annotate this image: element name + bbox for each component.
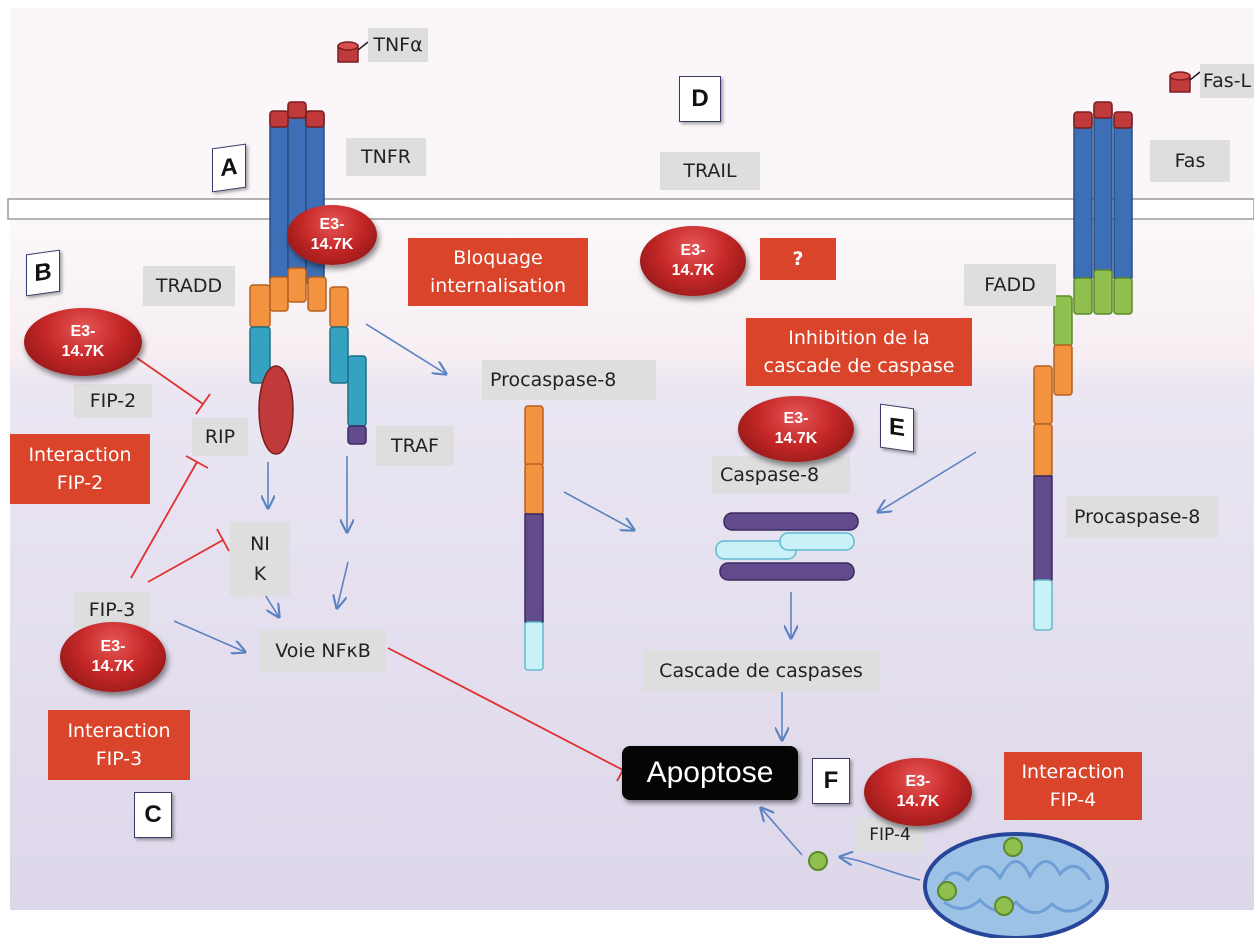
- interaction-fip4-line1: Interaction: [1021, 761, 1125, 783]
- letter-f-box: F: [812, 758, 850, 804]
- e3-line1: E3-: [100, 638, 126, 655]
- e3-line2: 14.7K: [91, 658, 135, 675]
- cell-membrane: [7, 198, 1254, 220]
- inhibition-cascade-box: Inhibition de la cascade de caspase: [746, 318, 972, 386]
- e3-line2: 14.7K: [310, 236, 354, 253]
- procaspase8-right-chain: [1033, 344, 1073, 631]
- tradd-label: TRADD: [143, 266, 235, 306]
- bloquage-internalisation-box: Bloquage internalisation: [408, 238, 588, 306]
- procaspase8-right-label: Procaspase-8: [1066, 496, 1218, 538]
- fip4-granules: [808, 837, 1023, 916]
- inhibition-lines: [130, 357, 630, 782]
- letter-d-box: D: [679, 76, 721, 122]
- fas-label: Fas: [1150, 140, 1230, 182]
- e3-line2: 14.7K: [61, 343, 105, 360]
- tradd-domains: [249, 267, 349, 328]
- letter-c-box: C: [134, 792, 172, 838]
- interaction-fip3-line2: FIP-3: [95, 748, 143, 770]
- trail-label: TRAIL: [660, 152, 760, 190]
- mitochondrion: [923, 832, 1109, 938]
- procaspase8-center-chain: [524, 405, 544, 671]
- e3-14-7k-protein-caspase: E3- 14.7K: [738, 396, 854, 462]
- interaction-fip2-line2: FIP-2: [56, 472, 104, 494]
- nik-label-line2: K: [253, 563, 267, 585]
- e3-line2: 14.7K: [774, 430, 818, 447]
- rip-label: RIP: [192, 418, 248, 456]
- fadd-label: FADD: [964, 264, 1056, 306]
- letter-a-box: A: [212, 143, 246, 193]
- e3-line1: E3-: [783, 410, 809, 427]
- question-text: ?: [792, 248, 804, 270]
- caspase8-label: Caspase-8: [712, 456, 850, 494]
- e3-14-7k-protein-fip4: E3- 14.7K: [864, 758, 972, 826]
- e3-line1: E3-: [680, 242, 706, 259]
- e3-line1: E3-: [905, 773, 931, 790]
- rip-protein: [258, 365, 294, 455]
- traf-label: TRAF: [376, 426, 454, 466]
- bloquage-line2: internalisation: [429, 275, 567, 297]
- e3-line2: 14.7K: [896, 793, 940, 810]
- e3-14-7k-protein-tnfr: E3- 14.7K: [287, 205, 377, 265]
- tradd-death-domains: [249, 326, 349, 384]
- traf-protein: [347, 355, 367, 445]
- fasl-ligand-icon: [1169, 71, 1201, 93]
- e3-line1: E3-: [70, 323, 96, 340]
- bloquage-line1: Bloquage: [453, 247, 543, 269]
- apoptose-box: Apoptose: [622, 746, 798, 800]
- interaction-fip3-line1: Interaction: [67, 720, 171, 742]
- fas-receptor: [1073, 101, 1133, 279]
- interaction-fip2-box: Interaction FIP-2: [10, 434, 150, 504]
- inhibition-line1: Inhibition de la: [788, 327, 930, 349]
- e3-14-7k-protein-fip2: E3- 14.7K: [24, 308, 142, 376]
- activation-arrows: [173, 323, 977, 881]
- inhibition-line2: cascade de caspase: [763, 355, 955, 377]
- interaction-fip4-box: Interaction FIP-4: [1004, 752, 1142, 820]
- tnfa-label: TNFα: [368, 28, 428, 62]
- caspase8-dimer: [715, 512, 859, 581]
- interaction-fip2-line1: Interaction: [28, 444, 132, 466]
- nik-label: NI K: [230, 522, 290, 596]
- e3-line1: E3-: [319, 216, 345, 233]
- tnfr-label: TNFR: [346, 138, 426, 176]
- cascade-label: Cascade de caspases: [643, 650, 879, 692]
- question-box: ?: [760, 238, 836, 280]
- voie-nfkb-label: Voie NFκB: [260, 630, 386, 672]
- letter-e-box: E: [880, 403, 914, 453]
- procaspase8-center-label: Procaspase-8: [482, 360, 656, 400]
- e3-line2: 14.7K: [671, 262, 715, 279]
- tnfa-ligand-icon: [337, 41, 369, 63]
- fadd-domains: [1053, 269, 1133, 347]
- fip2-label: FIP-2: [74, 384, 152, 418]
- letter-b-box: B: [26, 249, 60, 297]
- nik-label-line1: NI: [250, 533, 270, 555]
- interaction-fip3-box: Interaction FIP-3: [48, 710, 190, 780]
- extracellular-space: [10, 8, 1254, 200]
- interaction-fip4-line2: FIP-4: [1049, 789, 1097, 811]
- e3-14-7k-protein-fip3: E3- 14.7K: [60, 622, 166, 692]
- e3-14-7k-protein-trail: E3- 14.7K: [640, 226, 746, 296]
- fasl-label: Fas-L: [1200, 64, 1254, 98]
